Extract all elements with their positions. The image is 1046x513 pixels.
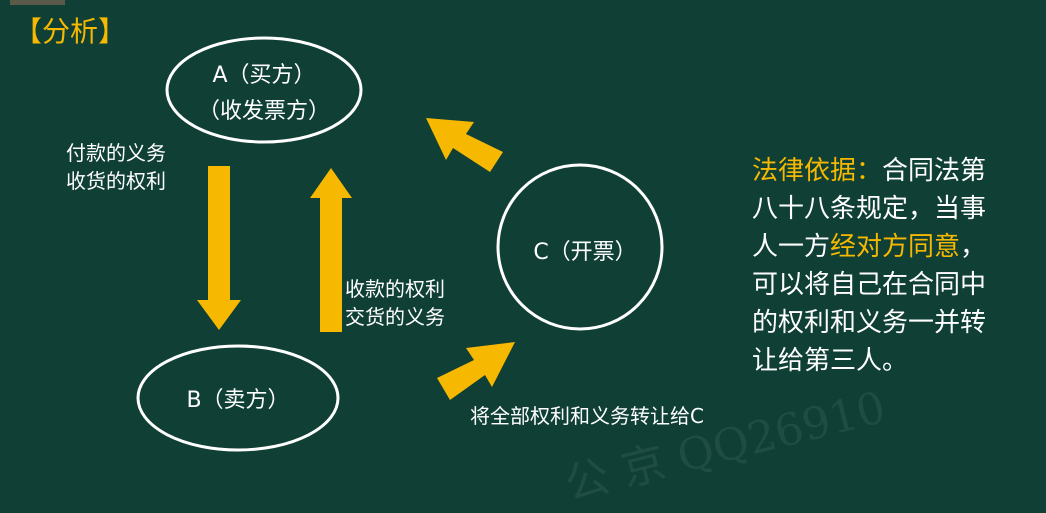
- diagram-shapes: [136, 36, 664, 452]
- arrow-c-to-a: [426, 118, 503, 172]
- node-a-sublabel: （收发票方）: [197, 99, 331, 124]
- section-title: 【分析】: [14, 15, 127, 48]
- node-c-circle: [496, 163, 664, 331]
- edge-a-to-b-label: 付款的义务 收货的权利: [66, 139, 166, 195]
- edge-b-to-a-line2: 交货的义务: [345, 305, 445, 329]
- law-highlight: 经对方同意: [830, 232, 961, 262]
- law-line3-post: ，: [960, 232, 987, 262]
- arrow-b-to-c: [437, 342, 515, 400]
- law-line5: 的权利和义务一并转: [752, 308, 987, 338]
- arrow-a-to-b: [197, 166, 241, 330]
- node-b-label: B（卖方）: [186, 388, 290, 413]
- edge-b-to-c-label: 将全部权利和义务转让给C: [470, 404, 704, 428]
- edge-a-to-b-line1: 付款的义务: [66, 141, 166, 165]
- law-line3-pre: 人一方: [752, 232, 831, 262]
- node-a-ellipse: [165, 36, 363, 144]
- edge-b-to-a-line1: 收款的权利: [345, 277, 445, 301]
- node-c-label: C（开票）: [533, 240, 637, 265]
- top-tab-decoration: [10, 0, 65, 5]
- arrow-b-to-a: [310, 168, 352, 332]
- node-a-label: A（买方）: [212, 63, 316, 88]
- legal-basis-text: 法律依据：合同法第 八十八条规定，当事 人一方经对方同意， 可以将自己在合同中 …: [752, 152, 986, 380]
- law-line1: 合同法第: [882, 156, 987, 186]
- law-line6: 让给第三人。: [752, 346, 909, 376]
- edge-b-to-a-label: 收款的权利 交货的义务: [345, 275, 445, 331]
- edge-a-to-b-line2: 收货的权利: [66, 169, 166, 193]
- law-line4: 可以将自己在合同中: [752, 270, 987, 300]
- legal-basis-label: 法律依据：: [752, 156, 883, 186]
- law-line2: 八十八条规定，当事: [752, 194, 987, 224]
- node-b-ellipse: [136, 344, 340, 452]
